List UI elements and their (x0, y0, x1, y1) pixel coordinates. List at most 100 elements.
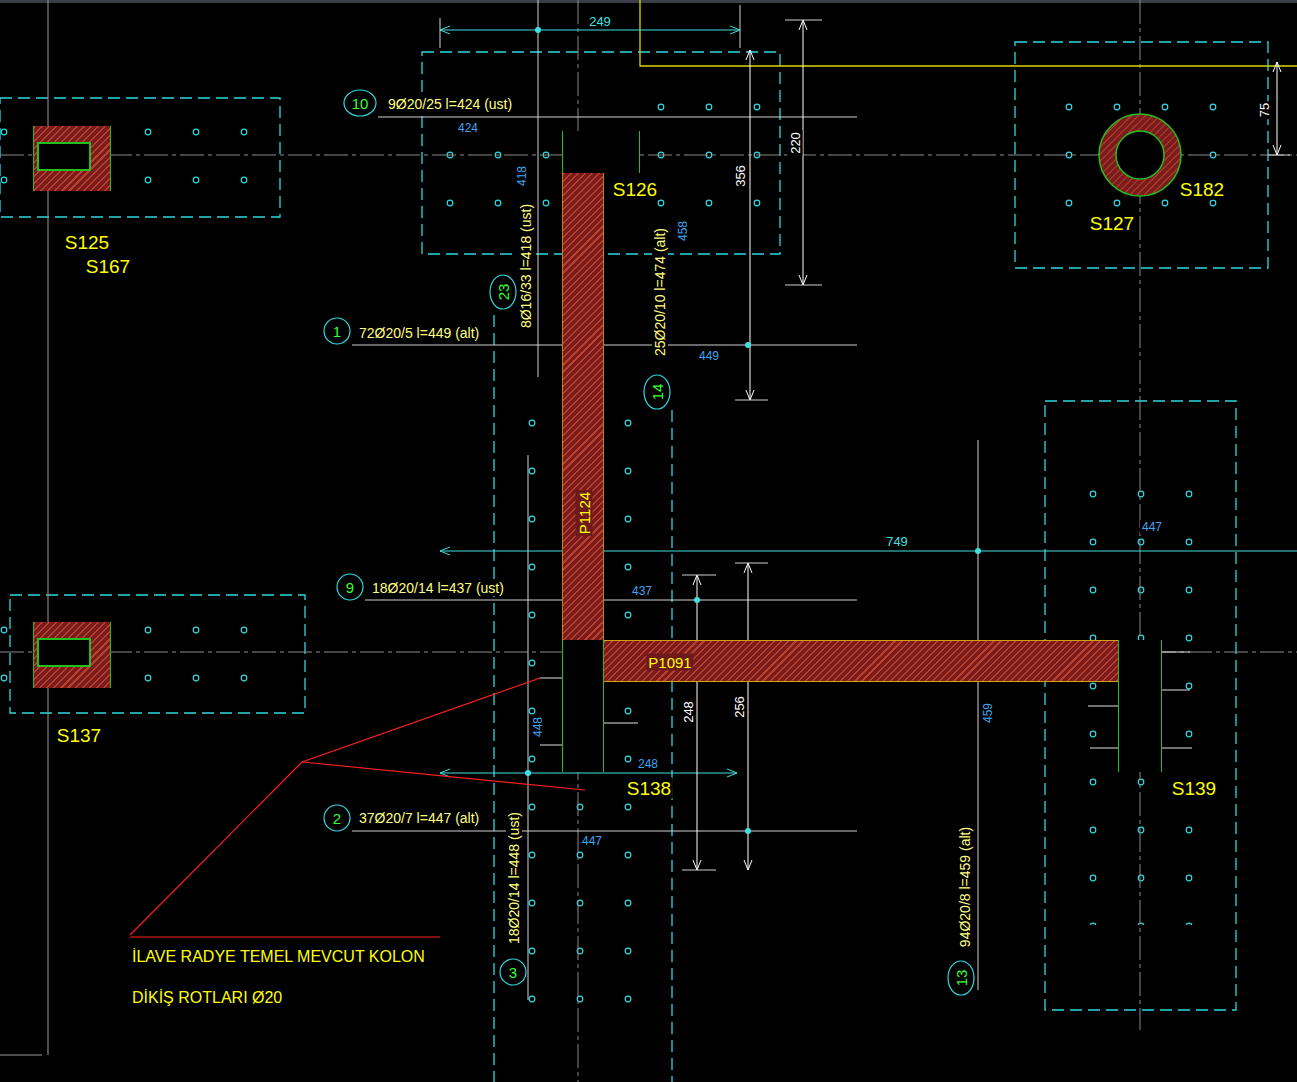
rebar-line (365, 600, 857, 601)
extension-line (740, 5, 741, 48)
rebar-label: 18Ø20/14 l=437 (ust) (370, 580, 506, 596)
callout-circle (324, 318, 350, 344)
rebar-label: 37Ø20/7 l=447 (alt) (357, 810, 481, 826)
dimension-line (440, 773, 737, 774)
extension-line (735, 400, 768, 401)
column-label: P1091 (646, 654, 693, 671)
extension-line (1268, 155, 1290, 156)
dimension-text: 418 (515, 164, 529, 188)
rebar-label: 94Ø20/8 l=459 (alt) (957, 825, 973, 949)
column-outline: S138 (562, 640, 604, 772)
column-label: S138 (625, 778, 673, 799)
dimension-text: 749 (884, 534, 910, 549)
dimension-text: 449 (697, 349, 721, 363)
note-leader (302, 762, 585, 790)
node-dot (745, 342, 751, 348)
column-outline: S126 (562, 131, 640, 173)
callout-number: 10 (350, 95, 371, 112)
callout-circle (490, 275, 516, 309)
column-ring (1099, 114, 1181, 196)
node-dot (745, 828, 751, 834)
callout-number: 9 (344, 579, 356, 596)
callout-circle (337, 574, 363, 600)
rebar-line (528, 455, 529, 1000)
column-section: S137 (33, 622, 111, 688)
column-core (1116, 131, 1164, 179)
dimension-text: 447 (580, 834, 604, 848)
extension-line (735, 563, 768, 564)
column-label: S125 (63, 232, 111, 253)
extension-line (440, 18, 441, 48)
column-label: S182 (1178, 179, 1226, 200)
callout-circle (948, 961, 974, 995)
dimension-text: 249 (587, 14, 613, 29)
dimension-line (1277, 62, 1278, 155)
note-text: DİKİŞ ROTLARI Ø20 (130, 989, 284, 1007)
callout-number: 23 (495, 282, 512, 303)
dimension-text: 448 (531, 715, 545, 739)
rebar-line (352, 345, 857, 346)
rebar-label: 72Ø20/5 l=449 (alt) (357, 325, 481, 341)
column-label: S126 (611, 179, 659, 200)
dimension-line (440, 30, 740, 31)
column-label: S139 (1170, 778, 1218, 799)
existing-outline (640, 0, 1297, 66)
rebar-dot-grid (0, 110, 270, 205)
rebar-label: 25Ø20/10 l=474 (alt) (652, 226, 668, 358)
node-dot (525, 770, 531, 776)
callout-number: 1 (331, 323, 343, 340)
column-label: S127 (1088, 213, 1136, 234)
grid-line (0, 1055, 42, 1056)
callout-circle (344, 90, 376, 116)
dimension-line (803, 20, 804, 285)
column-outline: S139 (1118, 640, 1162, 772)
footing-outline (493, 315, 494, 1082)
column-opening (37, 638, 91, 667)
footing-outline (10, 595, 305, 713)
dimension-line (697, 575, 698, 870)
dimension-text: 458 (676, 219, 690, 243)
rebar-label: 8Ø16/33 l=418 (ust) (518, 202, 534, 330)
round-column: S182S127 (1098, 113, 1182, 197)
callout-number: 14 (649, 382, 666, 403)
column-section: S125S167 (33, 126, 111, 191)
dimension-text: 356 (733, 163, 748, 189)
callout-number: 13 (953, 968, 970, 989)
callout-circle (500, 959, 526, 985)
dimension-text: 220 (788, 130, 803, 156)
ring-outline (1098, 113, 1182, 197)
note-underline (130, 936, 440, 937)
dimension-text: 447 (1140, 520, 1164, 534)
foundation-beam: P1091 (604, 640, 1120, 682)
window-strip (0, 0, 1297, 3)
rebar-dot-grid (515, 405, 645, 1005)
dimension-text: 75 (1257, 101, 1272, 119)
column-label: S137 (55, 725, 103, 746)
callout-circle (644, 375, 670, 409)
column-label: S167 (84, 256, 132, 277)
callout-number: 2 (331, 810, 343, 827)
callout-circle (324, 805, 350, 831)
extension-line (682, 870, 716, 871)
node-dot (975, 548, 981, 554)
foundation-beam: P1124 (562, 173, 604, 640)
dimension-text: 437 (630, 584, 654, 598)
rebar-dot-grid (0, 612, 275, 702)
rebar-dot-grid (435, 140, 560, 215)
footing-outline (671, 410, 672, 1082)
node-dot (535, 27, 541, 33)
extension-line (682, 575, 716, 576)
rebar-label: 18Ø20/14 l=448 (ust) (506, 810, 522, 946)
extension-line (785, 20, 822, 21)
footing-outline (0, 98, 280, 217)
column-opening (37, 142, 91, 171)
dimension-text: 248 (681, 699, 696, 725)
column-label: P1124 (576, 490, 593, 536)
rebar-line (378, 117, 857, 118)
dimension-text: 424 (456, 121, 480, 135)
callout-number: 3 (507, 964, 519, 981)
rebar-label: 9Ø20/25 l=424 (ust) (386, 96, 514, 112)
dimension-text: 256 (732, 694, 747, 720)
note-text: İLAVE RADYE TEMEL MEVCUT KOLON (130, 948, 427, 966)
